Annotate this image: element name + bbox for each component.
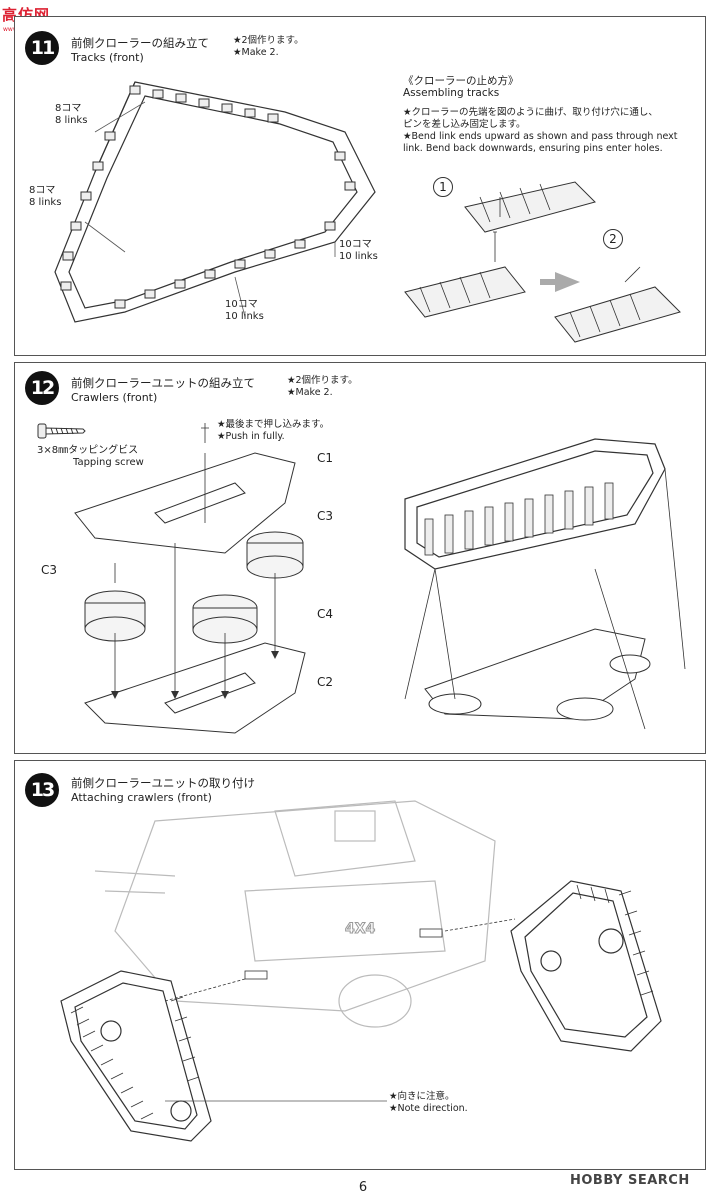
right-crawler-illustration	[510, 880, 662, 1052]
assembly-title-ja: 《クローラーの止め方》	[403, 75, 519, 87]
link-count-label-en: 8 links	[29, 197, 62, 208]
make-count-note-en: ★Make 2.	[233, 47, 279, 58]
make-count-note-ja: ★2個作ります。	[233, 35, 304, 46]
link-count-label-ja: 10コマ	[225, 299, 258, 310]
link-count-label-ja: 8コマ	[29, 185, 56, 196]
watermark-hobby-search: HOBBY SEARCH	[570, 1173, 690, 1188]
tapping-screw-icon	[37, 423, 86, 439]
push-note-en: ★Push in fully.	[217, 431, 285, 442]
step-12-panel: 12 前側クローラーユニットの組み立て Crawlers (front) ★2個…	[14, 362, 706, 754]
step-title-en: Crawlers (front)	[71, 391, 158, 404]
chassis-illustration: 4X4	[94, 800, 496, 1028]
step-number-badge: 13	[25, 773, 59, 807]
crawler-unit-exploded-illustration	[74, 423, 306, 734]
link-count-label-en: 8 links	[55, 115, 88, 126]
screw-label-en: Tapping screw	[73, 457, 144, 468]
link-count-label-ja: 10コマ	[339, 239, 372, 250]
part-label-c4: C4	[317, 607, 334, 621]
link-count-label-ja: 8コマ	[55, 103, 82, 114]
make-count-note-ja: ★2個作ります。	[287, 375, 358, 386]
step-number-badge: 12	[25, 371, 59, 405]
assembly-desc-en: link. Bend back downwards, ensuring pins…	[403, 143, 663, 154]
part-label-c3: C3	[317, 509, 334, 523]
push-note-ja: ★最後まで押し込みます。	[217, 419, 330, 430]
assembly-desc-ja: ピンを差し込み固定します。	[403, 119, 526, 130]
part-label-c3: C3	[41, 563, 58, 577]
sub-step-marker: 2	[603, 229, 623, 249]
step-number-badge: 11	[25, 31, 59, 65]
screw-label-ja: 3×8㎜タッピングビス	[37, 445, 139, 456]
page-number: 6	[358, 1180, 368, 1195]
chassis-mark: 4X4	[345, 921, 376, 937]
left-crawler-illustration	[60, 970, 212, 1142]
step-title-ja: 前側クローラーの組み立て	[71, 36, 209, 50]
direction-leader-line	[165, 1100, 387, 1102]
link-count-label-en: 10 links	[339, 251, 378, 262]
sub-step-marker: 1	[433, 177, 453, 197]
link-count-label-en: 10 links	[225, 311, 264, 322]
make-count-note-en: ★Make 2.	[287, 387, 333, 398]
track-joining-illustration	[404, 181, 681, 343]
step-title-en: Tracks (front)	[71, 51, 144, 64]
direction-note-en: ★Note direction.	[389, 1103, 468, 1114]
part-label-c2: C2	[317, 675, 334, 689]
step-title-ja: 前側クローラーユニットの組み立て	[71, 376, 255, 390]
axle-guides	[164, 918, 516, 1002]
track-loop-illustration	[54, 81, 376, 323]
crawler-fitted-illustration	[404, 438, 686, 730]
assembly-desc-ja: ★クローラーの先端を図のように曲げ、取り付け穴に通し、	[403, 107, 658, 118]
step-13-panel: 13 前側クローラーユニットの取り付け Attaching crawlers (…	[14, 760, 706, 1170]
assembly-title-en: Assembling tracks	[403, 87, 500, 99]
assembly-desc-en: ★Bend link ends upward as shown and pass…	[403, 131, 678, 142]
direction-note-ja: ★向きに注意。	[389, 1091, 455, 1102]
step-title-ja: 前側クローラーユニットの取り付け	[71, 776, 255, 790]
step-title-en: Attaching crawlers (front)	[71, 791, 212, 804]
part-label-c1: C1	[317, 451, 334, 465]
step-11-panel: 11 前側クローラーの組み立て Tracks (front) ★2個作ります。 …	[14, 16, 706, 356]
